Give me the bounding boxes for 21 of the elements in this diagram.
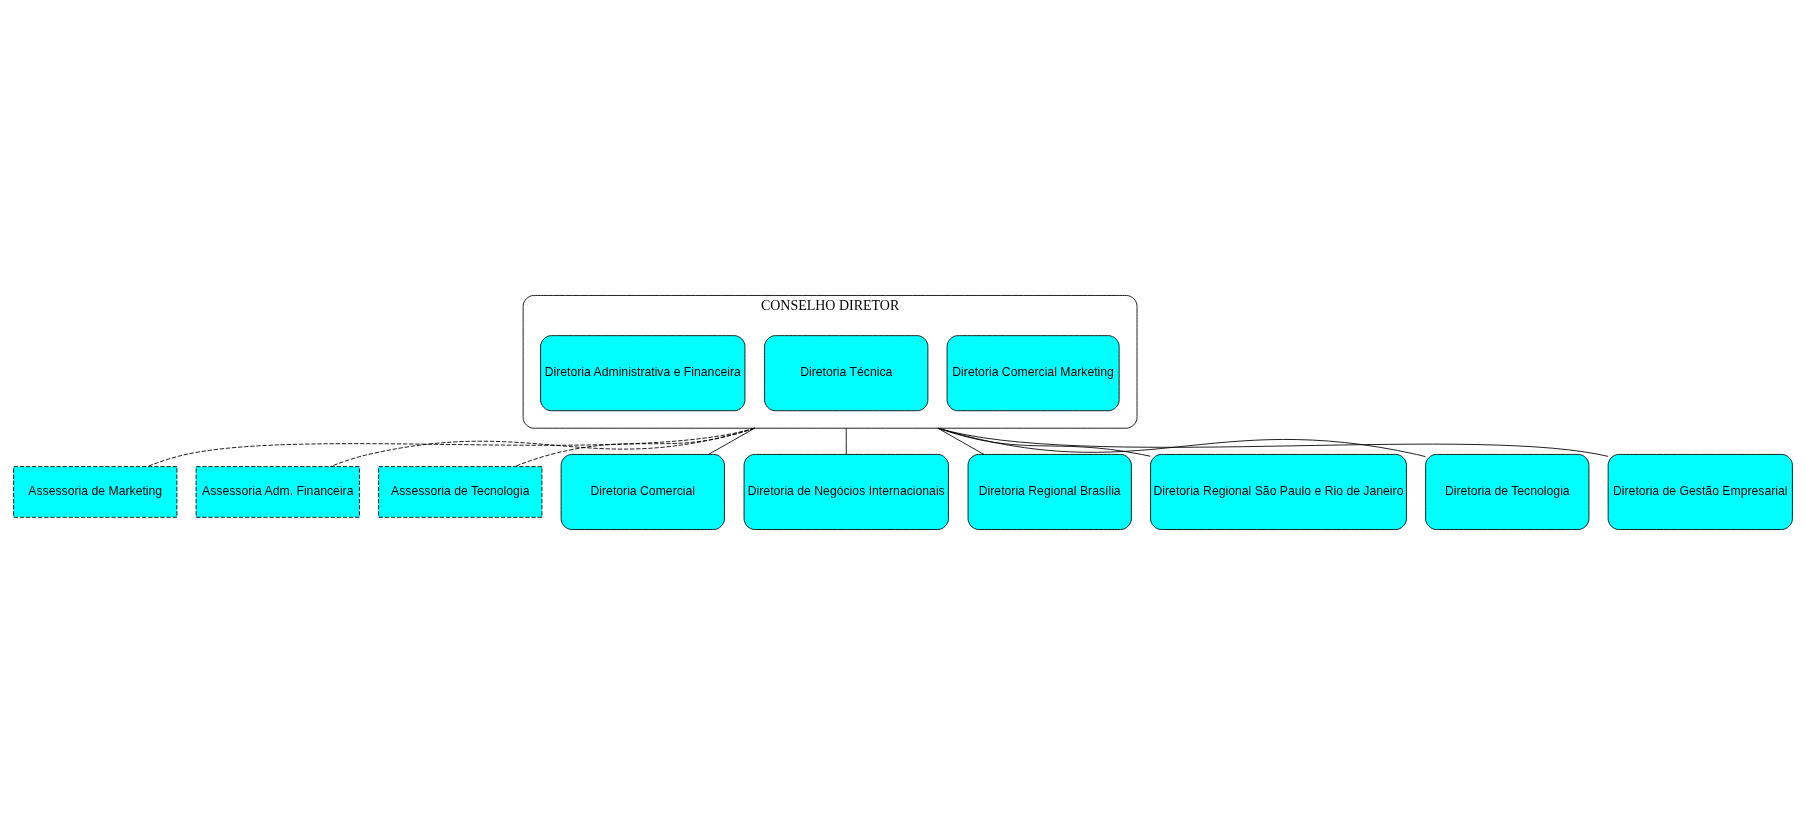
connector: [708, 427, 755, 455]
connector: [937, 427, 1426, 457]
node-box: Diretoria Regional São Paulo e Rio de Janeiro: [1150, 453, 1407, 530]
node-box: Diretoria Comercial Marketing: [946, 334, 1120, 411]
connector: [937, 427, 1151, 457]
node-box: Diretoria Técnica: [764, 334, 929, 411]
node-box: Diretoria de Tecnologia: [1425, 453, 1590, 530]
connector: [937, 427, 1609, 457]
connector: [146, 427, 755, 467]
node-box: Diretoria Comercial: [560, 453, 725, 530]
node-box: Diretoria Regional Brasília: [967, 453, 1132, 530]
connector: [329, 427, 755, 467]
node-box: Diretoria de Negócios Internacionais: [743, 453, 949, 530]
connector: [514, 427, 755, 467]
node-box: Assessoria Adm. Financeira: [195, 465, 360, 518]
node-box: Diretoria Administrativa e Financeira: [540, 334, 746, 411]
connector: [845, 427, 847, 455]
node-box: Assessoria de Marketing: [13, 465, 178, 518]
connector: [937, 427, 985, 455]
node-box: Assessoria de Tecnologia: [378, 465, 543, 518]
node-box: Diretoria de Gestão Empresarial: [1607, 453, 1793, 530]
